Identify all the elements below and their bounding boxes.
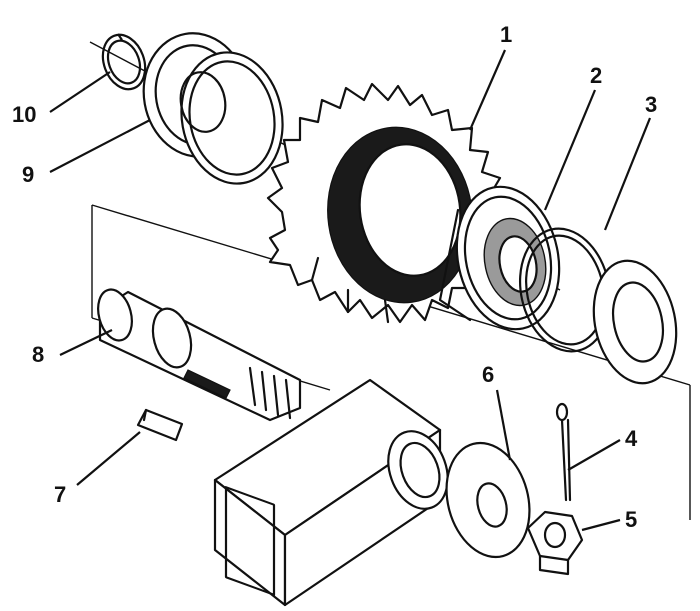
callout-6: 6 xyxy=(482,362,494,387)
callout-3: 3 xyxy=(645,92,657,117)
castle-nut-part xyxy=(526,510,584,576)
callout-10: 10 xyxy=(12,102,36,127)
snap-ring-part xyxy=(101,33,147,91)
callout-1: 1 xyxy=(500,22,512,47)
tube-housing xyxy=(213,378,449,607)
callout-9: 9 xyxy=(22,162,34,187)
flat-washer-part xyxy=(445,441,531,559)
seal-part xyxy=(142,32,284,185)
callout-labels: 1 2 3 4 5 6 7 8 9 10 xyxy=(12,22,657,532)
cotter-pin-part xyxy=(555,402,572,502)
callout-4: 4 xyxy=(625,426,638,451)
retaining-ring-part xyxy=(518,227,678,385)
callout-5: 5 xyxy=(625,507,637,532)
shaft-part xyxy=(97,288,302,422)
sprocket-part xyxy=(266,82,507,324)
callout-7: 7 xyxy=(54,482,66,507)
key-part xyxy=(136,408,184,442)
bearing-part xyxy=(438,185,561,331)
callout-8: 8 xyxy=(32,342,44,367)
callout-2: 2 xyxy=(590,63,602,88)
leader-lines xyxy=(49,49,652,532)
